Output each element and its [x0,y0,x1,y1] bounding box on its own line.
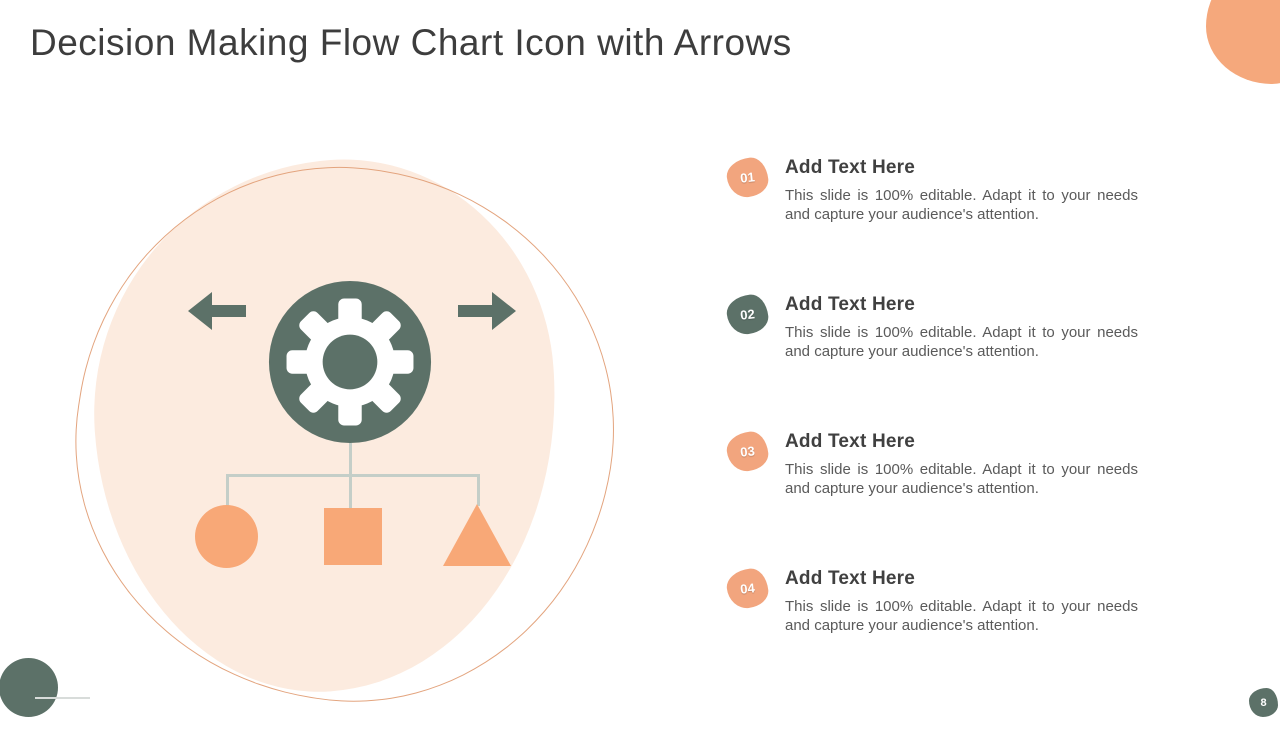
number-badge: 03 [725,429,770,474]
corner-accent-circle [1206,0,1280,84]
footer-line [35,697,90,699]
triangle-node [443,504,511,566]
number-badge: 04 [725,566,770,611]
list-item: 03 Add Text Here This slide is 100% edit… [725,429,1147,498]
list-item: 04 Add Text Here This slide is 100% edit… [725,566,1147,635]
circle-node [195,505,258,568]
item-heading: Add Text Here [785,431,915,452]
connector-drop-middle [349,476,352,510]
item-heading: Add Text Here [785,157,915,178]
connector-stem [349,443,352,476]
page-title: Decision Making Flow Chart Icon with Arr… [30,22,792,63]
item-body: This slide is 100% editable. Adapt it to… [785,461,1138,497]
list-item: 02 Add Text Here This slide is 100% edit… [725,292,1147,361]
number-badge: 02 [725,292,770,337]
square-node [324,508,382,565]
page-number-badge: 8 [1249,688,1278,717]
item-body: This slide is 100% editable. Adapt it to… [785,598,1138,634]
footer-accent-circle [0,658,58,717]
connector-bar [226,474,480,477]
connector-drop-left [226,476,229,506]
list-item: 01 Add Text Here This slide is 100% edit… [725,155,1147,224]
item-heading: Add Text Here [785,568,915,589]
item-body: This slide is 100% editable. Adapt it to… [785,324,1138,360]
right-arrow-icon [458,292,516,330]
connector-drop-right [477,476,480,506]
item-body: This slide is 100% editable. Adapt it to… [785,187,1138,223]
left-arrow-icon [188,292,246,330]
item-heading: Add Text Here [785,294,915,315]
number-badge: 01 [725,155,770,200]
gear-icon [268,280,432,444]
